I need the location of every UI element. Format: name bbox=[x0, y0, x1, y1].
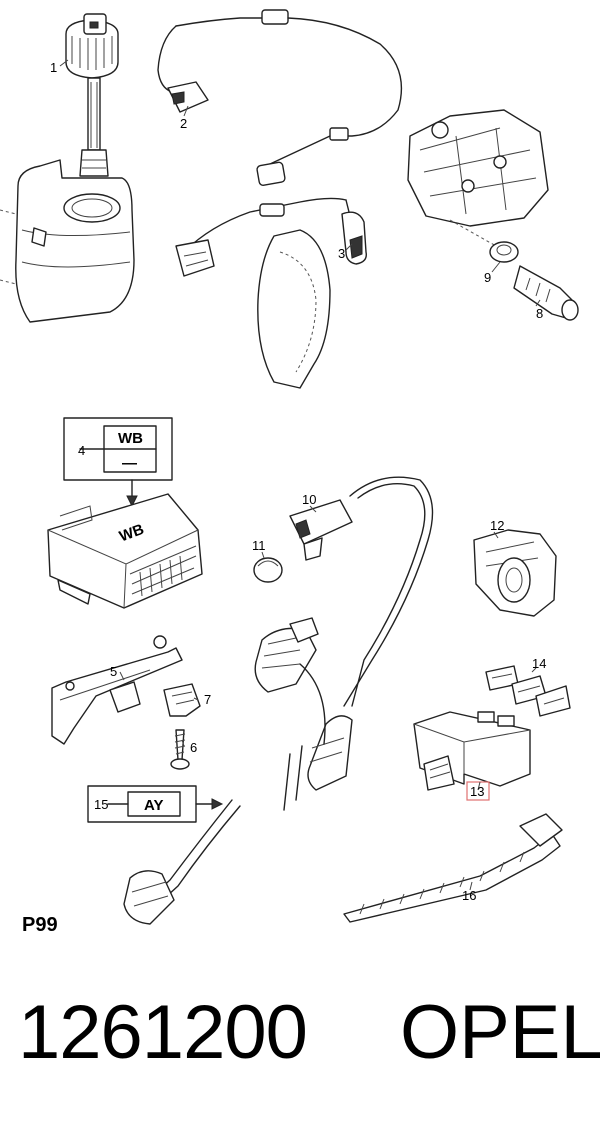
mounting-bracket bbox=[51, 635, 183, 745]
callout-3: 3 bbox=[338, 246, 345, 261]
callout-13: 13 bbox=[470, 784, 484, 799]
ay-reference-box bbox=[87, 785, 224, 823]
clip bbox=[163, 683, 201, 717]
callout-15: 15 bbox=[94, 797, 108, 812]
reservoir-cap-sensor bbox=[65, 13, 119, 177]
terminal-set bbox=[485, 665, 571, 717]
callout-11: 11 bbox=[252, 538, 266, 553]
speed-sensor-harness bbox=[283, 476, 434, 811]
callout-1: 1 bbox=[50, 60, 57, 75]
wb-box-sub: — bbox=[122, 455, 137, 472]
grommet-9 bbox=[489, 241, 519, 263]
screw bbox=[170, 729, 190, 770]
brand-name: OPEL bbox=[400, 990, 600, 1075]
brake-pad-sensor bbox=[175, 197, 367, 277]
control-module: WB bbox=[47, 493, 203, 609]
callout-7: 7 bbox=[204, 692, 211, 707]
callout-6: 6 bbox=[190, 740, 197, 755]
callout-9: 9 bbox=[484, 270, 491, 285]
caliper-housing bbox=[407, 109, 549, 247]
callout-8: 8 bbox=[536, 306, 543, 321]
leader-lines bbox=[59, 59, 541, 891]
callout-12: 12 bbox=[490, 518, 504, 533]
reservoir-tank bbox=[0, 159, 135, 323]
page-code: P99 bbox=[22, 914, 58, 936]
part-number: 1261200 bbox=[18, 990, 308, 1075]
callout-16: 16 bbox=[462, 888, 476, 903]
lower-speed-sensor bbox=[123, 617, 326, 925]
sensor-plug-8 bbox=[513, 265, 579, 321]
socket-connector bbox=[473, 529, 557, 617]
callout-14: 14 bbox=[532, 656, 546, 671]
ay-box-label: AY bbox=[144, 797, 163, 814]
wb-box-label: WB bbox=[118, 430, 143, 447]
callout-13-highlight bbox=[466, 781, 490, 801]
callout-2: 2 bbox=[180, 116, 187, 131]
wb-reference-box bbox=[63, 417, 173, 508]
junction-block bbox=[413, 711, 531, 791]
cable-tie bbox=[343, 813, 563, 923]
plug-cap bbox=[253, 557, 283, 583]
callout-5: 5 bbox=[110, 664, 117, 679]
callout-10: 10 bbox=[302, 492, 316, 507]
brake-pad-sensor-cable bbox=[157, 9, 403, 186]
brake-pad bbox=[257, 229, 331, 389]
callout-4: 4 bbox=[78, 443, 85, 458]
